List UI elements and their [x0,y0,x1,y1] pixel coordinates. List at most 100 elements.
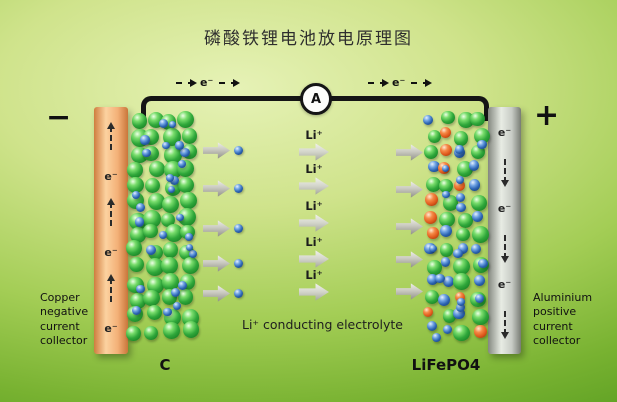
ion-arrow-icon [203,180,230,197]
electron-flow-left: e⁻ [176,76,241,89]
electron-arrow-icon [176,78,197,87]
green-sphere [457,212,474,228]
electron-arrow-icon [411,78,433,87]
green-sphere [126,240,142,256]
ammeter: A [300,83,332,115]
electron-label: e⁻ [497,126,512,140]
electron-down-arrow-icon [500,234,509,263]
ion-arrow-icon [299,250,329,268]
green-sphere [143,210,162,229]
orange-sphere [424,211,438,225]
ion-arrow-icon [203,255,230,272]
diagram-title: 磷酸铁锂电池放电原理图 [204,29,413,49]
ion-arrow-icon [299,214,329,232]
blue-sphere [456,202,466,213]
green-sphere [130,292,147,309]
electron-down-arrow-icon [500,158,509,187]
green-sphere [143,289,160,307]
green-sphere [162,242,178,258]
copper-collector: e⁻ e⁻ e⁻ [94,107,128,354]
blue-sphere [457,298,465,306]
electron-arrow-icon [219,78,241,87]
blue-sphere [142,148,151,158]
blue-sphere [453,248,463,259]
li-ion-label: Li⁺ [305,162,323,176]
green-sphere [147,304,162,320]
electron-down-arrow-icon [500,310,509,339]
green-sphere [453,324,470,342]
green-sphere [458,112,474,128]
blue-sphere [158,230,168,240]
blue-sphere [437,293,450,306]
blue-sphere [441,164,450,173]
blue-sphere [471,210,484,223]
green-sphere [438,211,455,228]
green-sphere [469,111,485,127]
green-sphere [144,326,159,341]
green-sphere [148,161,165,178]
negative-sign: − [46,100,72,135]
blue-sphere [456,175,465,184]
ion-arrow-icon [396,251,423,268]
orange-sphere [422,307,433,318]
blue-sphere [185,243,194,252]
blue-sphere [136,284,145,294]
electron-up-arrow-icon [107,122,115,151]
blue-sphere [136,203,146,213]
li-ion-flow: Li⁺ [292,199,336,232]
green-sphere [471,195,487,212]
blue-sphere [427,160,440,173]
blue-sphere [477,139,487,150]
blue-sphere [471,243,482,254]
green-sphere [181,257,200,275]
li-ion-flow: Li⁺ [292,128,336,161]
li-ion-dot [234,289,243,298]
green-sphere [146,257,165,276]
blue-sphere [169,120,177,128]
electron-arrow-icon [368,78,389,87]
green-sphere [143,223,158,239]
electron-label: e⁻ [497,202,512,216]
green-sphere [472,308,490,326]
electron-label: e⁻ [497,278,512,292]
electron-label: e⁻ [104,169,118,183]
green-sphere [127,162,143,178]
green-sphere [473,127,490,144]
green-sphere [162,273,180,291]
orange-sphere [455,292,466,303]
green-sphere [131,112,148,129]
blue-sphere [468,178,481,191]
li-ion-flow: Li⁺ [292,235,336,268]
ion-arrow-icon [299,283,329,301]
blue-sphere [163,307,172,317]
ion-arrow-icon [299,177,329,195]
green-sphere [453,258,471,276]
positive-sign: + [534,98,560,133]
blue-sphere [442,190,450,199]
ion-arrow-icon [396,218,423,235]
blue-sphere [473,274,485,286]
blue-sphere [478,259,488,269]
green-sphere [165,224,184,243]
blue-sphere [170,175,180,185]
blue-sphere [456,303,466,313]
blue-sphere [167,186,175,194]
blue-sphere [180,147,190,158]
green-sphere [160,212,175,227]
blue-sphere [455,192,465,202]
green-sphere [427,260,442,275]
blue-sphere [165,174,174,183]
copper-collector-label: Copper negative current collector [40,291,89,347]
ion-arrow-icon [299,143,329,161]
blue-sphere [474,293,485,304]
electrolyte-label: Li⁺ conducting electrolyte [242,317,403,332]
blue-sphere [443,275,455,288]
green-sphere [126,326,141,341]
aluminium-collector: e⁻ e⁻ e⁻ [488,107,521,354]
green-sphere [427,130,441,144]
blue-sphere [146,245,156,256]
electron-label: e⁻ [104,245,118,259]
li-ion-dot [234,146,243,155]
li-ion-flow: Li⁺ [292,162,336,195]
